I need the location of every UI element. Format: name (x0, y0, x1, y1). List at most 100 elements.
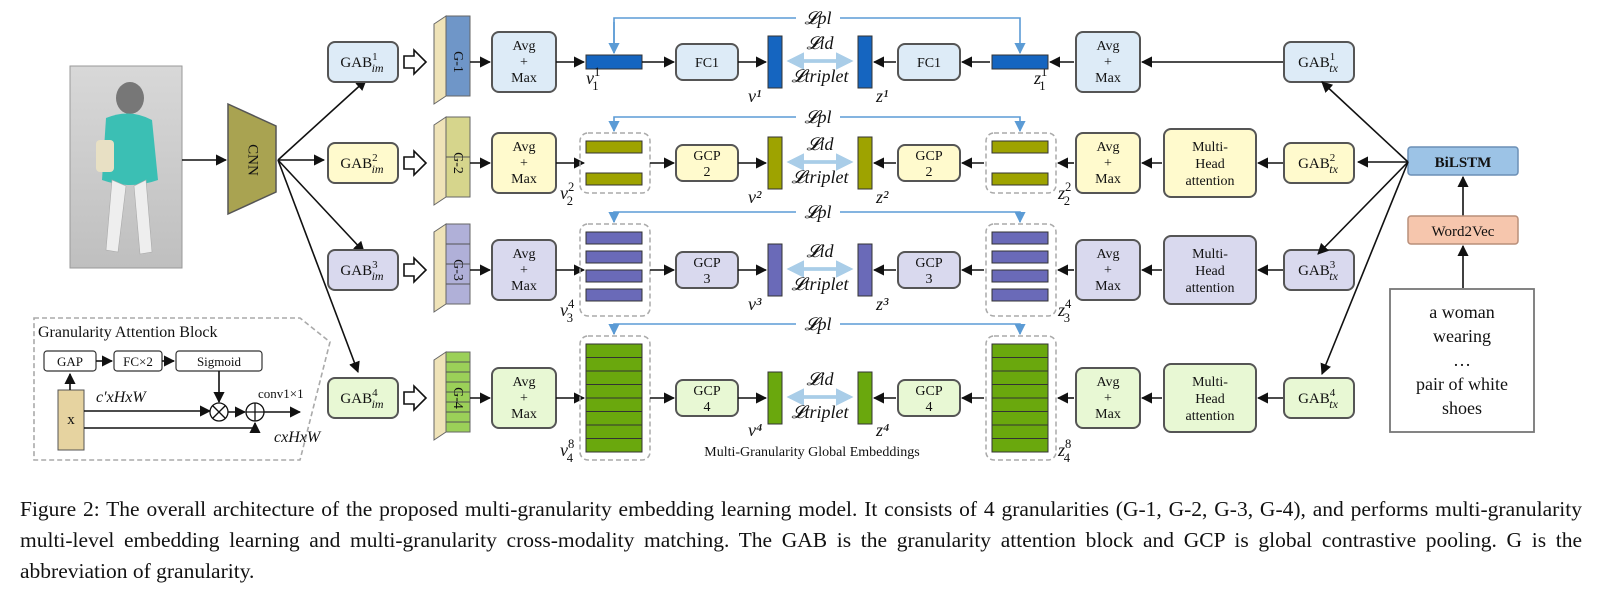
plus-label: + (520, 391, 528, 406)
sigmoid-label: Sigmoid (197, 354, 242, 369)
loss-pl-bg (796, 8, 840, 28)
slab-side (433, 351, 447, 441)
v-global-label: v¹ (748, 86, 761, 106)
v-global-label: v² (748, 187, 762, 207)
text-part-feature-group (985, 335, 1057, 461)
avg-max-text-box (1075, 31, 1141, 93)
global-text-embedding (857, 35, 873, 89)
mha-label-1: Multi- (1192, 140, 1228, 155)
multi-head-attention-box (1163, 235, 1257, 305)
max-label: Max (511, 407, 537, 422)
text-part-feature-bar (991, 424, 1049, 439)
avg-label: Avg (512, 140, 535, 155)
avg-max-text-box (1075, 367, 1141, 429)
part-feature-bar (585, 411, 643, 426)
global-image-embedding (767, 371, 783, 425)
loss-id-label: 𝓛id (806, 33, 834, 53)
text-part-feature-bar (991, 269, 1049, 283)
gab-image-box (327, 249, 399, 291)
z-global-label: z⁴ (875, 420, 889, 440)
part-feature-bar (585, 140, 643, 154)
word2vec-label: Word2Vec (1432, 224, 1495, 240)
part-feature-bar (585, 231, 643, 245)
granularity-label: G-1 (450, 51, 465, 73)
cprime-label: c′xHxW (96, 389, 147, 406)
z-global-label: z¹ (875, 86, 888, 106)
hollow-arrow-icon (403, 48, 428, 76)
global-image-embedding (767, 136, 783, 190)
head-image-label: GCP (693, 256, 720, 271)
avg-label: Avg (1096, 140, 1119, 155)
mha-label-3: attention (1186, 281, 1235, 296)
cnn-block: CNN (227, 102, 277, 216)
slab-side (433, 116, 447, 206)
mha-label-1: Multi- (1192, 375, 1228, 390)
avg-max-text-box (1075, 239, 1141, 301)
hollow-arrow-icon (403, 149, 428, 177)
loss-id-label: 𝓛id (806, 134, 834, 154)
part-feature-bar (585, 288, 643, 302)
gab-image-box (327, 377, 399, 419)
loss-triplet-label: 𝓛triplet (791, 167, 849, 187)
loss-triplet-label: 𝓛triplet (791, 402, 849, 422)
part-feature-bar (585, 438, 643, 453)
text-part-feature-bar (991, 411, 1049, 426)
text-input-box: a woman wearing … pair of white shoes (1389, 288, 1535, 433)
global-text-embedding (857, 243, 873, 297)
head-text-number: 4 (926, 400, 933, 415)
part-feature-bar (585, 172, 643, 186)
text-part-feature-group (985, 223, 1057, 317)
head-image-label: FC1 (695, 56, 719, 71)
loss-pl-label: 𝓛pl (804, 314, 831, 334)
mha-label-2: Head (1195, 392, 1225, 407)
text-part-feature-bar (991, 357, 1049, 372)
head-image-number: 3 (704, 272, 711, 287)
part-feature-bar (585, 269, 643, 283)
text-line-1: a woman (1429, 302, 1494, 322)
head-image-label: GCP (693, 384, 720, 399)
text-part-feature-bar (991, 343, 1049, 358)
plus-label: + (1104, 263, 1112, 278)
multi-head-attention-box (1163, 363, 1257, 433)
plus-label: + (1104, 391, 1112, 406)
text-line-2: wearing (1433, 326, 1491, 346)
cxhxw-label: cxHxW (274, 429, 322, 446)
head-text-box (897, 144, 961, 182)
avg-label: Avg (1096, 247, 1119, 262)
text-line-5: shoes (1442, 398, 1482, 418)
head-image-number: 2 (704, 165, 711, 180)
person-image (69, 65, 183, 269)
avg-label: Avg (512, 375, 535, 390)
global-image-embedding (767, 243, 783, 297)
avg-max-text-box (1075, 132, 1141, 194)
max-label: Max (511, 71, 537, 86)
global-image-embedding (767, 35, 783, 89)
global-embeddings-label: Multi-Granularity Global Embeddings (704, 445, 919, 460)
head-text-label: GCP (915, 256, 942, 271)
hollow-arrow-icon (403, 256, 428, 284)
plus-label: + (520, 263, 528, 278)
text-part-feature-bar (991, 438, 1049, 453)
part-feature-bar (585, 357, 643, 372)
gab-text-box (1283, 142, 1355, 184)
head-text-label: FC1 (917, 56, 941, 71)
conv-label: conv1×1 (258, 386, 304, 401)
hollow-arrow-icon (403, 384, 428, 412)
text-part-feature-group (985, 132, 1057, 194)
z-global-label: z³ (875, 294, 889, 314)
text-part-feature-bar (991, 54, 1049, 70)
text-part-feature-bar (991, 370, 1049, 385)
head-image-label: GCP (693, 149, 720, 164)
loss-pl-bg (796, 202, 840, 222)
mha-label-2: Head (1195, 264, 1225, 279)
loss-triplet-label: 𝓛triplet (791, 274, 849, 294)
v-global-label: v³ (748, 294, 762, 314)
